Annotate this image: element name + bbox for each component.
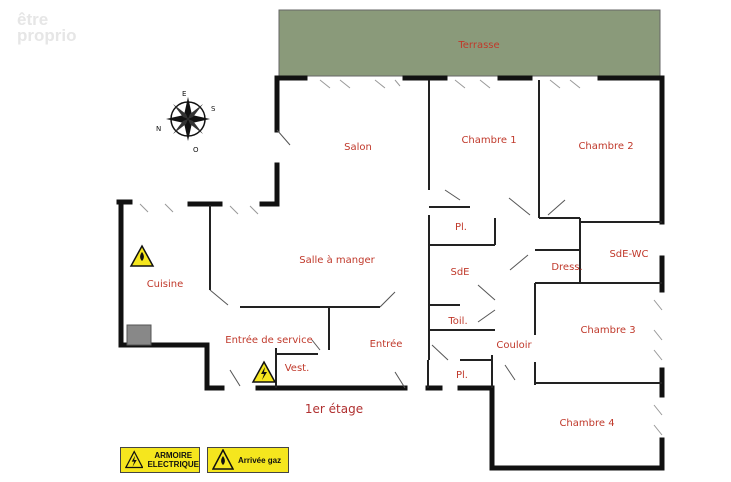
room-toilettes: Toil. [447,316,467,327]
room-placard-bottom: Pl. [456,370,468,381]
electric-warning-icon [251,360,277,383]
room-salle-a-manger: Salle à manger [299,254,375,266]
outer-walls [116,75,665,471]
room-sde: SdE [450,267,469,278]
room-dressing: Dress. [551,262,582,273]
terrace-area [278,9,661,77]
legend-electric-panel: ARMOIRE ELECTRIQUE [120,447,200,473]
room-terrasse: Terrasse [457,40,499,51]
room-couloir: Couloir [496,340,532,351]
legend-electric-line-2: ELECTRIQUE [147,460,199,469]
room-cuisine: Cuisine [147,279,184,290]
room-entree-service: Entrée de service [225,334,312,346]
room-chambre-1: Chambre 1 [461,135,516,146]
legend-gas-text: Arrivée gaz [238,455,282,465]
room-chambre-2: Chambre 2 [578,141,633,152]
room-salon: Salon [344,142,372,153]
room-entree: Entrée [370,338,403,350]
interior-walls [209,80,662,388]
compass-west: O [193,146,199,154]
electric-legend-icon [125,450,144,469]
compass-east: E [182,90,186,98]
compass-north: N [156,125,161,133]
door-swings [209,129,566,389]
compass-rose-icon: E S N O [156,90,216,154]
logo-line-2: proprio [17,26,77,45]
legend-electric-line-1: ARMOIRE [154,451,193,460]
room-placard-top: Pl. [455,222,467,233]
logo-line-1: être [17,10,49,29]
legend-gas-inlet: Arrivée gaz [207,447,289,473]
room-chambre-4: Chambre 4 [559,418,614,429]
room-vestiaire: Vest. [285,363,310,374]
kitchen-appliance-block [126,324,152,346]
window-marks [139,79,663,436]
gas-legend-icon [212,449,234,470]
room-chambre-3: Chambre 3 [580,325,635,336]
logo: être proprio [17,10,77,45]
compass-south: S [211,105,216,113]
legend-electric-text: ARMOIRE ELECTRIQUE [147,451,199,469]
room-sde-wc: SdE-WC [609,249,648,260]
floor-label: 1er étage [305,402,363,416]
gas-warning-icon [129,244,155,267]
